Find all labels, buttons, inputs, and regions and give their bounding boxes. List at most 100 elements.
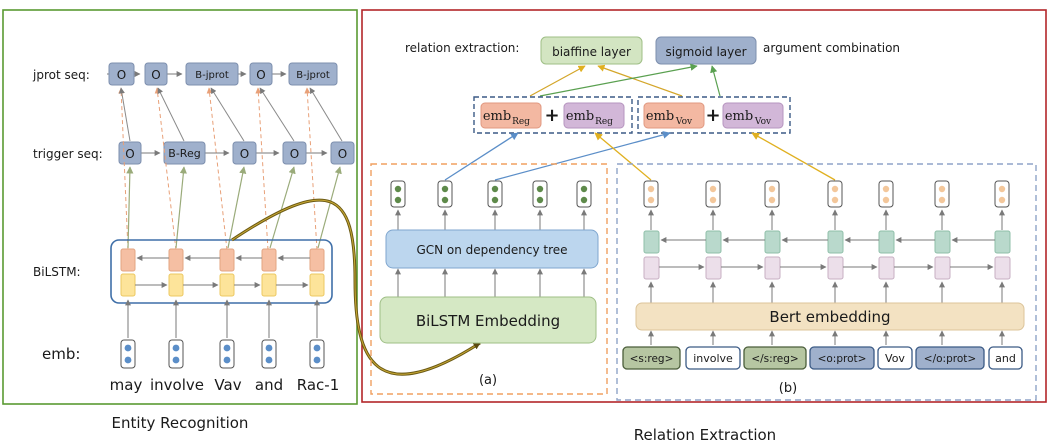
emb-reg-box-2	[563, 102, 625, 129]
bert-token-4-box	[809, 346, 875, 370]
gcn-up-arrows	[395, 209, 587, 297]
bert-token-6-box	[915, 346, 985, 370]
word-3: Vav	[214, 376, 241, 394]
bert-token-1-box	[622, 346, 681, 370]
jprot-seq-label: jprot seq:	[32, 68, 90, 82]
bilstm-to-trigger-arrows	[126, 166, 342, 249]
emb-pair-left-frame	[473, 96, 633, 134]
bert-upper-cells	[643, 230, 1011, 254]
entity-recognition-caption: Entity Recognition	[112, 414, 249, 432]
bert-embedding-text: Bert embedding	[769, 308, 890, 326]
jprot-tag-5-text: B-jprot	[296, 70, 330, 81]
gcn-text: GCN on dependency tree	[416, 243, 567, 257]
plus-right: +	[705, 105, 720, 126]
pair-to-layer-arrows	[529, 63, 721, 97]
sigmoid-layer-box	[655, 36, 757, 65]
trigger-seq-row: O B-Reg O O O	[118, 141, 355, 165]
emb-pair-right: emb Vov + emb Vov	[637, 96, 791, 134]
bert-token-1: <s:reg>	[630, 353, 674, 365]
jprot-tag-4	[249, 62, 273, 86]
emb-vector-5	[309, 339, 325, 369]
trigger-tag-5-text: O	[338, 147, 347, 161]
jprot-tag-1-text: O	[117, 68, 126, 82]
bert-token-2: involve	[693, 352, 733, 365]
bilstm-embedding-box	[379, 296, 597, 344]
emb-reg-2-sub: Reg	[595, 117, 613, 127]
emb-vov-1-sub: Vov	[675, 117, 693, 127]
word-5: Rac-1	[297, 376, 340, 394]
emb-reg-1-sub: Reg	[512, 117, 530, 127]
bert-token-3-box	[743, 346, 807, 370]
trigger-tag-5	[330, 141, 355, 165]
biaffine-layer-text: biaffine layer	[552, 45, 631, 59]
relation-extraction-frame	[361, 9, 1047, 403]
bilstm-embedding-text: BiLSTM Embedding	[416, 312, 560, 330]
emb-reg-1-text: emb	[483, 109, 511, 124]
jprot-tag-2-text: O	[151, 68, 160, 82]
bert-embedding-box	[635, 302, 1025, 331]
trigger-tag-3-text: O	[240, 147, 249, 161]
bert-tokens: <s:reg> involve </s:reg> <o:prot> Vov </…	[622, 346, 1023, 370]
argument-combination-label: argument combination	[763, 41, 900, 55]
trigger-seq-label: trigger seq:	[33, 147, 103, 161]
jprot-tag-1	[108, 62, 135, 86]
jprot-tag-3-text: B-jprot	[195, 70, 229, 81]
relation-extraction-caption: Relation Extraction	[634, 426, 776, 444]
cross-panel-curved-arrow	[231, 198, 481, 376]
emb-vov-2-sub: Vov	[754, 117, 772, 127]
emb-vov-box-1	[643, 102, 705, 129]
bert-panel-frame	[616, 163, 1037, 401]
bilstm-to-jprot-arrows	[118, 87, 318, 251]
plus-left: +	[544, 105, 559, 126]
trigger-tag-4	[282, 141, 307, 165]
trigger-tag-1-text: O	[125, 147, 134, 161]
bert-token-5-box	[877, 346, 913, 370]
emb-pair-right-frame	[637, 96, 791, 134]
bert-token-4: <o:prot>	[818, 353, 867, 365]
input-words: may involve Vav and Rac-1	[110, 376, 340, 394]
entity-row-labels: jprot seq: trigger seq: BiLSTM: emb:	[32, 68, 103, 363]
jprot-tag-5	[288, 62, 338, 86]
biaffine-layer-box	[540, 36, 643, 65]
emb-label: emb:	[42, 345, 80, 363]
bert-token-6: </o:prot>	[924, 353, 976, 365]
emb-vov-box-2	[722, 102, 784, 129]
bert-token-7-box	[988, 346, 1023, 370]
jprot-seq-row: O O B-jprot O B-jprot	[107, 62, 338, 86]
trigger-tag-3	[232, 141, 257, 165]
emb-vov-2-text: emb	[725, 109, 753, 124]
jprot-tag-3	[185, 62, 239, 86]
emb-reg-box-1	[480, 102, 542, 129]
subfigure-b-label: (b)	[779, 381, 797, 396]
trigger-to-jprot-arrows	[118, 87, 343, 142]
entity-emb-vectors	[120, 339, 325, 369]
bilstm-container	[110, 239, 333, 304]
emb-to-bilstm-arrows	[125, 299, 320, 338]
gcn-output-vectors	[390, 180, 592, 208]
emb-pair-left: emb Reg + emb Reg	[473, 96, 633, 134]
emb-vector-3	[219, 339, 235, 369]
jprot-tag-2	[144, 62, 168, 86]
bert-cell-arrows	[648, 209, 1005, 345]
output-to-pair-arrows	[444, 131, 836, 181]
bert-lower-cells	[643, 256, 1011, 280]
emb-reg-2-text: emb	[566, 109, 594, 124]
subfigure-a-label: (a)	[479, 373, 497, 388]
word-2: involve	[150, 376, 204, 394]
relation-extraction-label: relation extraction:	[405, 41, 519, 55]
bilstm-block	[110, 239, 333, 304]
trigger-tag-2	[163, 141, 206, 165]
emb-vector-4	[261, 339, 277, 369]
bert-token-5: Vov	[885, 352, 905, 365]
bert-token-3: </s:reg>	[751, 353, 798, 365]
trigger-tag-4-text: O	[290, 147, 299, 161]
bert-output-vectors	[643, 180, 1010, 208]
emb-vector-1	[120, 339, 136, 369]
trigger-tag-2-text: B-Reg	[168, 147, 200, 160]
bert-token-7: and	[995, 352, 1016, 365]
bilstm-backward-cells	[120, 248, 325, 272]
bert-token-2-box	[685, 346, 741, 370]
jprot-tag-4-text: O	[256, 68, 265, 82]
entity-recognition-frame	[2, 9, 358, 405]
